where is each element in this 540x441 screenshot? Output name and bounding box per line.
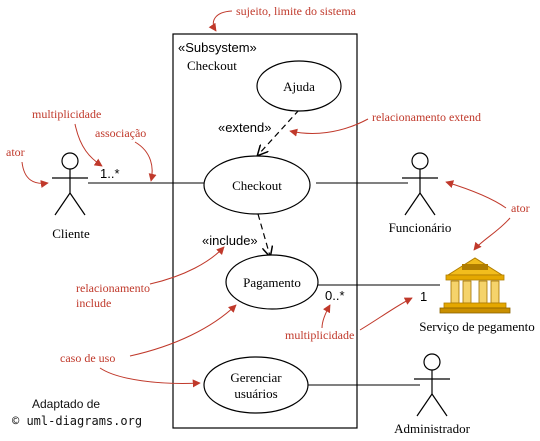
annotation-ator-right-arrow-up — [445, 180, 507, 209]
annotation-multiplicidade-left-arrow — [74, 123, 103, 167]
annotation-ator-left: ator — [6, 145, 25, 159]
use-case-gerenciar-label-2: usuários — [234, 386, 277, 401]
annotation-rel-extend: relacionamento extend — [372, 110, 481, 124]
extend-label: «extend» — [218, 120, 272, 135]
credit-line-2: © uml-diagrams.org — [12, 414, 142, 428]
use-case-gerenciar — [203, 356, 309, 414]
annotation-multiplicidade-right-arrow-b — [359, 297, 413, 331]
extend-relationship — [258, 109, 300, 155]
actor-cliente-label: Cliente — [52, 226, 90, 241]
annotation-rel-include-1: relacionamento — [76, 281, 150, 295]
credit-line-1: Adaptado de — [32, 397, 100, 411]
annotation-ator-right-arrow-down — [473, 217, 511, 251]
use-case-checkout — [203, 155, 311, 215]
include-label: «include» — [202, 233, 258, 248]
annotation-caso-de-uso-arrow-down — [99, 367, 201, 388]
use-case-pagamento-label: Pagamento — [243, 275, 301, 290]
bank-icon — [439, 257, 511, 314]
use-case-pagamento — [225, 254, 319, 310]
annotation-multiplicidade-right-arrow-a — [321, 304, 331, 329]
annotation-multiplicidade-left: multiplicidade — [32, 107, 101, 121]
multiplicity-pagamento: 0..* — [325, 288, 345, 303]
annotation-caso-de-uso: caso de uso — [60, 351, 115, 365]
actor-funcionario-icon — [402, 152, 438, 216]
use-case-checkout-label: Checkout — [232, 178, 282, 193]
annotation-associacao: associação — [95, 126, 146, 140]
actor-administrador-icon — [414, 353, 450, 417]
multiplicity-servico: 1 — [420, 289, 427, 304]
annotation-rel-include-2: include — [76, 296, 111, 310]
actor-funcionario-label: Funcionário — [389, 220, 452, 235]
use-case-gerenciar-label-1: Gerenciar — [230, 370, 282, 385]
annotation-multiplicidade-right: multiplicidade — [285, 328, 354, 342]
subsystem-stereotype: «Subsystem» — [178, 40, 257, 55]
annotation-caso-de-uso-arrow-up — [129, 304, 237, 357]
actor-cliente-icon — [52, 152, 88, 216]
annotation-rel-include-arrow — [149, 246, 225, 285]
use-case-ajuda-label: Ajuda — [283, 79, 315, 94]
actor-servico-label: Serviço de pegamento — [419, 319, 535, 334]
actor-administrador-label: Administrador — [394, 421, 470, 436]
annotation-sujeito: sujeito, limite do sistema — [236, 4, 357, 18]
annotation-ator-right: ator — [511, 201, 530, 215]
annotation-ator-left-arrow — [21, 161, 49, 188]
include-relationship — [257, 213, 270, 256]
annotation-associacao-arrow — [134, 141, 157, 182]
annotation-rel-extend-arrow — [289, 118, 369, 137]
annotation-sujeito-arrow — [208, 10, 233, 32]
subsystem-name: Checkout — [187, 58, 237, 73]
multiplicity-cliente: 1..* — [100, 166, 120, 181]
use-case-ajuda — [256, 60, 342, 112]
